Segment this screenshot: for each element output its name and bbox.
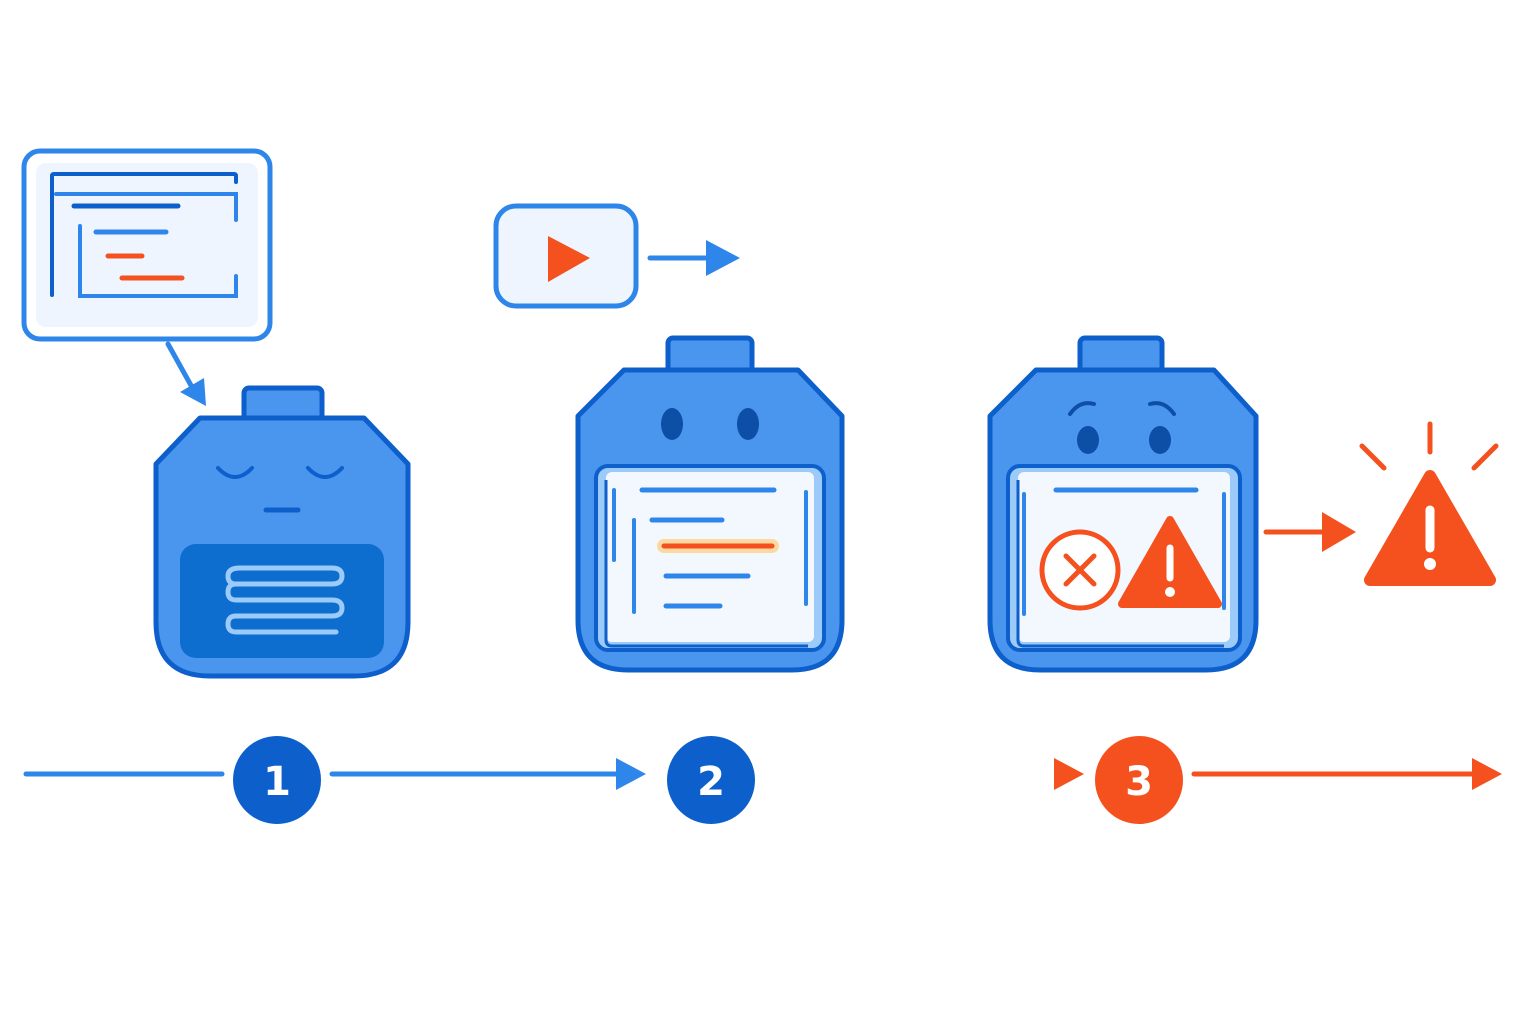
robot-idle bbox=[153, 385, 411, 679]
warning-triangle-icon bbox=[1359, 421, 1499, 586]
robot-error bbox=[987, 335, 1259, 673]
input-arrow bbox=[165, 341, 206, 406]
worried-eyes-icon bbox=[1068, 401, 1176, 454]
sleeping-eyes-icon bbox=[216, 466, 344, 513]
step-number-3: 3 bbox=[1125, 759, 1153, 805]
step-badge-3: 3 bbox=[1095, 736, 1183, 824]
step-badge-2: 2 bbox=[667, 736, 755, 824]
coiled-spring-icon bbox=[225, 565, 345, 635]
error-x-icon bbox=[1039, 529, 1121, 611]
timeline bbox=[23, 758, 1502, 790]
step-number-2: 2 bbox=[697, 759, 725, 805]
play-icon bbox=[493, 203, 639, 309]
error-output-arrow bbox=[1263, 512, 1356, 552]
code-document-icon bbox=[21, 148, 273, 342]
step-number-1: 1 bbox=[263, 759, 291, 805]
code-lines bbox=[639, 487, 779, 609]
robot-running bbox=[575, 335, 845, 673]
open-eyes-icon bbox=[661, 408, 759, 440]
trigger-arrow bbox=[647, 240, 740, 276]
warning-icon-small bbox=[1118, 516, 1222, 608]
step-badge-1: 1 bbox=[233, 736, 321, 824]
